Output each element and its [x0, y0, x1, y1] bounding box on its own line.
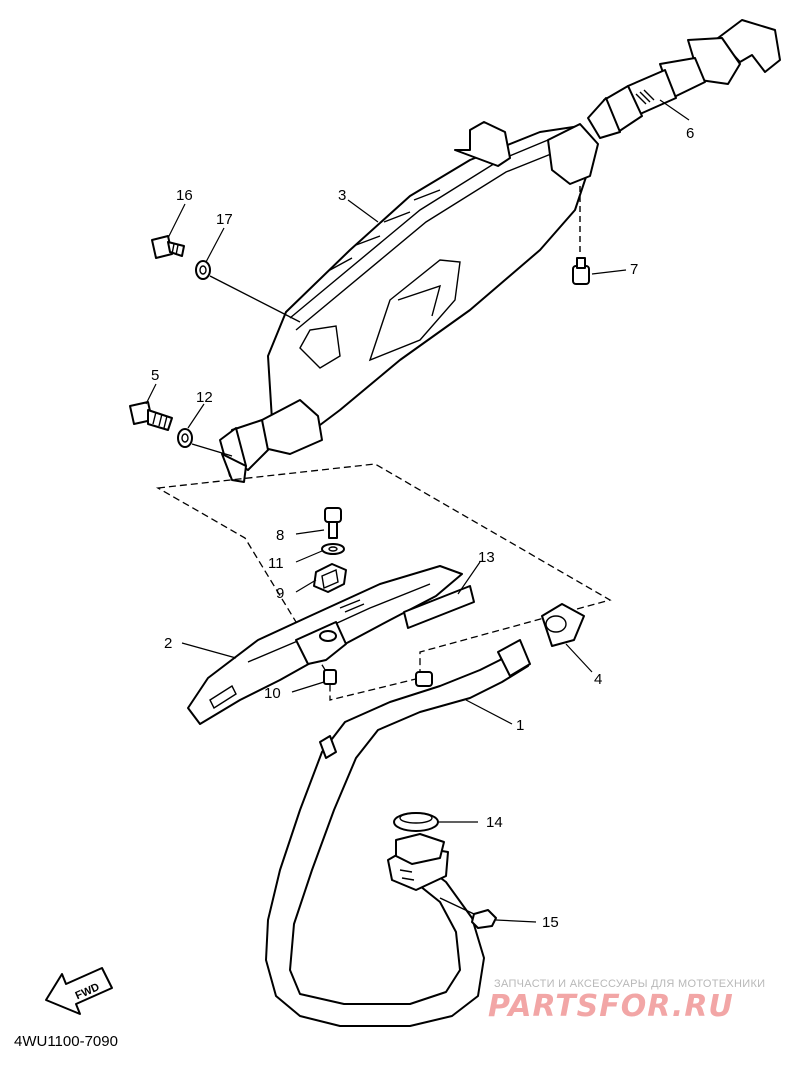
callout-16: 16 — [176, 187, 193, 204]
callout-15: 15 — [542, 914, 559, 931]
part-10-bolt — [323, 669, 337, 685]
callout-7: 7 — [630, 261, 638, 278]
part-1-exhaust-pipe — [265, 639, 531, 1027]
diagram-code: 4WU1100-7090 — [14, 1033, 118, 1050]
watermark-tagline: ЗАПЧАСТИ И АКСЕССУАРЫ ДЛЯ МОТОТЕХНИКИ — [494, 978, 765, 990]
part-15-nut — [439, 897, 497, 929]
callout-11: 11 — [268, 555, 284, 572]
part-11-washer — [321, 543, 345, 555]
fwd-arrow-icon: FWD — [45, 967, 113, 1015]
callout-1: 1 — [516, 717, 524, 734]
part-4-gasket — [541, 603, 585, 647]
callout-5: 5 — [151, 367, 159, 384]
callout-13: 13 — [478, 549, 495, 566]
callout-12: 12 — [196, 389, 213, 406]
part-16-bolt — [151, 235, 185, 259]
part-6-tailpipe — [587, 19, 781, 139]
assembly-dash-outline — [155, 463, 612, 701]
callout-17: 17 — [216, 211, 233, 228]
watermark-brand: PARTSFOR.RU — [488, 989, 734, 1024]
callout-9: 9 — [276, 585, 284, 602]
part-5-bolt — [129, 401, 173, 431]
part-14-gasket — [393, 812, 439, 832]
callout-4: 4 — [594, 671, 602, 688]
part-3-muffler — [219, 121, 599, 483]
part-7-bolt — [572, 186, 590, 285]
callout-6: 6 — [686, 125, 694, 142]
callout-10: 10 — [264, 685, 281, 702]
callout-3: 3 — [338, 187, 346, 204]
part-2-protector — [187, 565, 463, 725]
part-9-grommet — [313, 563, 347, 593]
callout-8: 8 — [276, 527, 284, 544]
part-17-washer — [195, 260, 211, 280]
callout-labels: 1 2 3 4 5 6 7 8 9 10 11 12 13 14 15 16 1… — [151, 125, 694, 931]
part-12-washer — [177, 428, 193, 448]
watermark: ЗАПЧАСТИ И АКСЕССУАРЫ ДЛЯ МОТОТЕХНИКИ PA… — [488, 978, 765, 1024]
part-13-label — [403, 585, 475, 629]
leader-lines — [145, 99, 690, 923]
part-8-bolt — [324, 507, 342, 539]
callout-2: 2 — [164, 635, 172, 652]
callout-14: 14 — [486, 814, 503, 831]
